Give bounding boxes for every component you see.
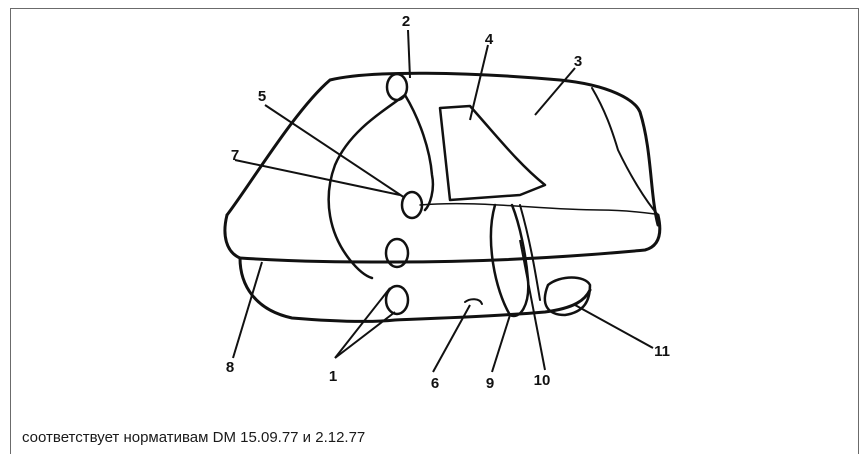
callout-7: 7 [231,147,239,164]
callout-10: 10 [534,372,551,389]
callout-3: 3 [574,53,582,70]
ballast-pocket [464,298,483,305]
tube-end-3 [384,237,410,269]
callout-4: 4 [485,31,494,48]
tube-end-1 [385,72,409,102]
canopy-window [438,104,547,202]
tube-end-2 [400,190,424,220]
upper-tube [223,213,662,264]
lifeline [419,202,656,215]
figure-caption: соответствует нормативам DM 15.09.77 и 2… [22,429,366,446]
callout-11: 11 [654,343,670,360]
boarding-strap [489,203,530,318]
callout-9: 9 [486,375,494,392]
callout-8: 8 [226,359,234,376]
figure-frame [10,8,859,454]
callout-5: 5 [258,88,266,105]
callout-6: 6 [431,375,439,392]
tube-end-4 [384,284,410,316]
raft-canopy-outline [225,71,660,227]
equipment-pocket [543,276,592,317]
callout-2: 2 [402,13,410,30]
entrance-edge [403,93,435,212]
entrance-opening [327,93,407,280]
canopy-right-edge [591,87,659,216]
boarding-strap-2 [519,204,541,301]
leader-lines [232,29,654,373]
callout-1: 1 [329,368,337,385]
